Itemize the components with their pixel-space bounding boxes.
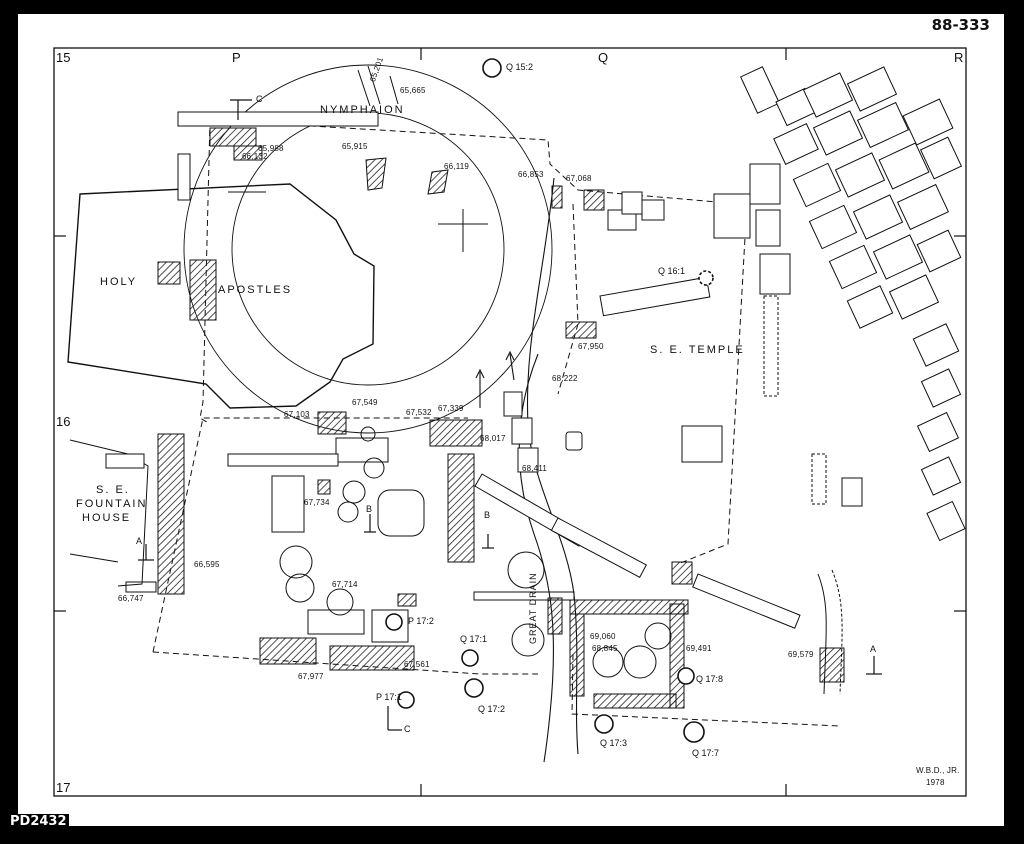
grid-col-p: P (232, 50, 241, 65)
grid-row-17: 17 (56, 780, 71, 795)
inv-label: 67,103 (284, 410, 310, 419)
inv-label: 65,915 (342, 142, 368, 151)
well-label: P 17:2 (408, 616, 434, 626)
section-b-right: B (484, 510, 491, 520)
grid-col-q: Q (598, 50, 609, 65)
inv-label: 66,595 (194, 560, 220, 569)
inv-label: 66,853 (518, 170, 544, 179)
pits (279, 426, 672, 679)
label-fountain-3: HOUSE (82, 512, 132, 524)
inv-label: 68,222 (552, 374, 578, 383)
label-fountain-2: FOUNTAIN (76, 498, 148, 510)
apse-circle-outer (183, 64, 553, 434)
inv-label: 67,068 (566, 174, 592, 183)
well-label: Q 17:8 (696, 674, 724, 684)
section-a-left: A (136, 536, 143, 546)
inv-label: 69,491 (686, 644, 712, 653)
grid-col-r: R (954, 50, 964, 65)
inv-label: 69,579 (788, 650, 814, 659)
label-holy: HOLY (100, 276, 138, 288)
inv-label: 65,665 (400, 86, 426, 95)
southeast-building (473, 321, 845, 709)
inv-label: 67,561 (404, 660, 430, 669)
label-se-temple: S. E. TEMPLE (650, 344, 745, 356)
inv-label: 66,747 (118, 594, 144, 603)
label-nymphaion: NYMPHAION (320, 104, 405, 116)
church-walls (157, 259, 217, 321)
year-label: 1978 (926, 778, 945, 787)
inv-label: 67,714 (332, 580, 358, 589)
cross-marks (228, 191, 488, 252)
negative-number: PD2432 (8, 814, 69, 829)
map-sheet: 88-333 PD2432 15 16 17 P Q R NYMPHAION H… (8, 14, 1004, 829)
plate-number: 88-333 (931, 16, 990, 34)
inv-label: 68,411 (522, 464, 548, 473)
well-label: Q 17:2 (478, 704, 506, 714)
well-label: Q 15:2 (506, 62, 534, 72)
holy-apostles-outline (67, 183, 375, 409)
inv-label: 66,119 (444, 162, 470, 171)
grid-ticks (54, 48, 966, 796)
inv-label: 68,845 (592, 644, 618, 653)
stone-pavement (740, 66, 966, 542)
section-b-left: B (366, 504, 373, 514)
drain-blocks (474, 391, 801, 629)
well-label: Q 17:7 (692, 748, 720, 758)
inv-label: 67,549 (352, 398, 378, 407)
nymphaion-piers (357, 65, 399, 107)
well-label: Q 16:1 (658, 266, 686, 276)
inv-label: 66,132 (242, 152, 268, 161)
inv-label: 69,060 (590, 632, 616, 641)
grid-row-15: 15 (56, 50, 71, 65)
inv-label: 68,017 (480, 434, 506, 443)
inv-label: 67,532 (406, 408, 432, 417)
section-c-top: C (256, 94, 263, 104)
central-complex (227, 411, 483, 671)
well-circle-icon (385, 58, 714, 743)
plan-drawing (53, 47, 967, 797)
inv-label: 65,988 (258, 144, 284, 153)
section-a-right: A (870, 644, 877, 654)
fountain-house (69, 433, 185, 595)
curved-wall (817, 569, 843, 695)
arrow-icon (475, 350, 515, 408)
label-apostles: APOSTLES (218, 284, 293, 296)
map-frame (53, 47, 967, 797)
inv-label: 67,339 (438, 404, 464, 413)
inv-label: 67,734 (304, 498, 330, 507)
se-temple (565, 163, 863, 507)
inv-label: 67,977 (298, 672, 324, 681)
well-label: Q 17:3 (600, 738, 628, 748)
well-label: P 17:1 (376, 692, 402, 702)
nymphaion-walls (177, 111, 605, 211)
section-lines (138, 99, 882, 731)
inv-label: 67,950 (578, 342, 604, 351)
author-label: W.B.D., JR. (916, 766, 960, 775)
well-label: Q 17:1 (460, 634, 488, 644)
section-c-bottom: C (404, 724, 411, 734)
label-fountain-1: S. E. (96, 484, 130, 496)
grid-row-16: 16 (56, 414, 71, 429)
label-great-drain: GREAT DRAIN (528, 572, 538, 644)
